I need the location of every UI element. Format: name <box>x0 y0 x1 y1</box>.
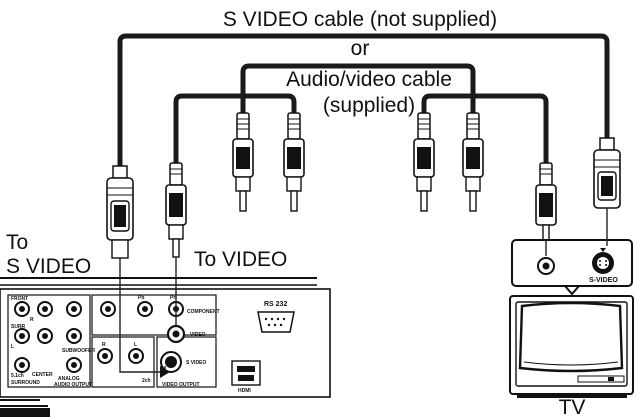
to-s-video-label-line2: S VIDEO <box>6 255 91 278</box>
av-cable-label: Audio/video cable <box>286 68 452 91</box>
s-video-jack <box>160 351 182 373</box>
panel-rs232-label: RS 232 <box>264 301 287 308</box>
or-label: or <box>351 37 370 60</box>
to-s-video-label-line1: To <box>6 231 28 254</box>
rs232-port <box>257 311 295 333</box>
panel-2ch-label: 2ch <box>142 378 151 384</box>
panel-analog-r-label: R <box>102 342 106 348</box>
panel-center-label: CENTER <box>32 372 53 378</box>
panel-video-output-label: VIDEO OUTPUT <box>162 382 200 388</box>
surr-extra-jack <box>66 301 82 317</box>
tv-s-video-label: S-VIDEO <box>589 277 618 284</box>
tv-set <box>509 295 634 398</box>
panel-analog-label: ANALOG <box>58 376 80 382</box>
surr-l-jack <box>37 328 53 344</box>
panel-out-label: OUT <box>240 377 251 383</box>
s-video-cable-label: S VIDEO cable (not supplied) <box>223 8 497 31</box>
panel-component-label: COMPONENT <box>187 309 220 315</box>
center-jack <box>14 357 30 373</box>
panel-pr-label: Pr <box>170 295 175 301</box>
tv-input-panel: S-VIDEO <box>511 208 633 296</box>
rca-plug-video-tv <box>535 162 557 242</box>
analog-l-jack <box>128 348 144 364</box>
av-cable-wires <box>173 63 549 165</box>
rca-plug-red-player <box>283 112 305 212</box>
panel-audio-output-label: AUDIO OUTPUT <box>54 382 92 388</box>
panel-hdmi-label: HDMI <box>238 388 251 394</box>
panel-51ch-label: 5.1ch <box>11 373 24 379</box>
analog-r-jack <box>97 348 113 364</box>
front-l-jack <box>14 301 30 317</box>
tv-video-jack <box>537 257 555 275</box>
rca-plug-white-player <box>232 112 254 212</box>
panel-r-label: R <box>30 317 34 323</box>
panel-s-video-label: S VIDEO <box>186 360 206 366</box>
surr-extra-jack-2 <box>66 328 82 344</box>
subwoofer-jack <box>66 357 82 373</box>
av-cable-supplied-label: (supplied) <box>323 94 415 117</box>
rca-plug-white-tv <box>413 112 435 212</box>
video-jack <box>166 324 186 344</box>
hdmi-port <box>231 360 261 386</box>
panel-surround-label: SURROUND <box>11 380 40 386</box>
s-video-cable <box>117 33 610 168</box>
player-rear-panel: FRONT R SURR L CENTER 5.1ch SURROUND SUB… <box>0 257 331 417</box>
tv-s-video-jack <box>592 252 614 274</box>
panel-subwoofer-label: SUBWOOFER <box>62 348 95 354</box>
rca-plug-video-player <box>165 162 187 258</box>
front-r-jack <box>37 301 53 317</box>
panel-pb-label: Pb <box>138 295 144 301</box>
component-pb-jack <box>137 301 153 317</box>
panel-surr-label: SURR <box>11 324 26 330</box>
component-y-jack <box>100 301 116 317</box>
panel-front-label: FRONT <box>11 296 28 302</box>
s-video-plug-tv <box>593 137 621 209</box>
to-video-label: To VIDEO <box>194 248 287 271</box>
panel-video-label: VIDEO <box>190 332 206 338</box>
panel-analog-l-label: L <box>134 342 137 348</box>
tv-label: TV <box>559 396 586 417</box>
panel-l-label: L <box>11 344 14 350</box>
surr-r-jack <box>14 328 30 344</box>
s-video-plug-player <box>106 165 134 259</box>
rca-plug-red-tv <box>462 112 484 212</box>
